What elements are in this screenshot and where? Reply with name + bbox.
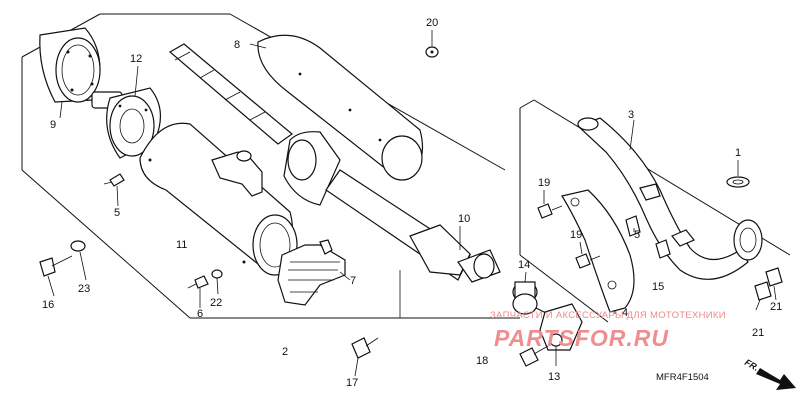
part-band	[277, 239, 346, 306]
label-part-19-top: 19	[538, 177, 550, 189]
diagram-code: MFR4F1504	[656, 372, 709, 383]
label-part-15: 15	[652, 281, 664, 293]
direction-arrow-icon	[756, 368, 796, 390]
watermark-caption: ЗАПЧАСТИ И АКСЕССУАРЫ ДЛЯ МОТОТЕХНИКИ	[490, 310, 726, 321]
part-number-labels: 1 2 3 4 5 5 6 7 8 9 10 11 12 13 14 15 16…	[42, 17, 782, 389]
hardware	[39, 46, 783, 367]
label-part-5-left: 5	[114, 207, 120, 219]
watermark-logo: PARTSFOR.RU	[494, 325, 669, 351]
part-mount-bracket	[211, 150, 263, 197]
part-header-pipe	[576, 117, 763, 280]
label-part-20: 20	[426, 17, 438, 29]
leader-lines	[47, 30, 777, 377]
label-part-19-bottom: 19	[570, 229, 582, 241]
label-part-1: 1	[735, 147, 741, 159]
watermark: ЗАПЧАСТИ И АКСЕССУАРЫ ДЛЯ МОТОТЕХНИКИ PA…	[490, 310, 726, 351]
label-part-14: 14	[518, 259, 530, 271]
label-part-10: 10	[458, 213, 470, 225]
label-part-21-bottom: 21	[752, 327, 764, 339]
direction-label: FR.	[743, 357, 761, 373]
label-part-4: 4	[622, 307, 628, 319]
part-muffler-core	[283, 131, 501, 283]
label-part-12: 12	[130, 53, 142, 65]
label-part-23: 23	[78, 283, 90, 295]
label-part-7: 7	[350, 275, 356, 287]
label-part-11: 11	[176, 239, 187, 251]
label-part-6: 6	[197, 308, 203, 320]
part-heat-guard	[561, 189, 635, 313]
part-inner-tube	[168, 43, 293, 145]
label-part-21-top: 21	[770, 301, 782, 313]
label-part-17: 17	[346, 377, 358, 389]
part-muffler-body	[139, 122, 298, 276]
label-part-3: 3	[628, 109, 634, 121]
label-part-18: 18	[476, 355, 488, 367]
label-part-2: 2	[282, 346, 288, 358]
part-end-cap	[39, 27, 101, 103]
label-part-9: 9	[50, 119, 56, 131]
front-direction-indicator: FR.	[743, 357, 796, 390]
label-part-5-right: 5	[634, 229, 640, 241]
label-part-22: 22	[210, 297, 222, 309]
label-part-8: 8	[234, 39, 240, 51]
part-gasket	[512, 281, 538, 315]
part-end-plate	[91, 87, 161, 159]
part-clamp	[539, 303, 583, 351]
label-part-13: 13	[548, 371, 560, 383]
part-outer-cover	[257, 34, 424, 181]
label-part-16: 16	[42, 299, 54, 311]
